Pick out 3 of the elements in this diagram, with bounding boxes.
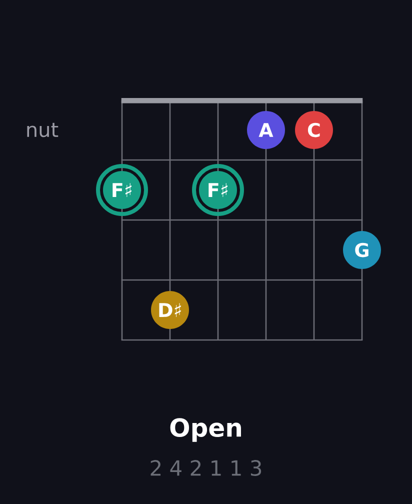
nut-label: nut (27, 122, 58, 138)
finger-numbers: 2 4 2 1 1 3 (150, 460, 262, 476)
chord-name: Open (170, 418, 241, 442)
